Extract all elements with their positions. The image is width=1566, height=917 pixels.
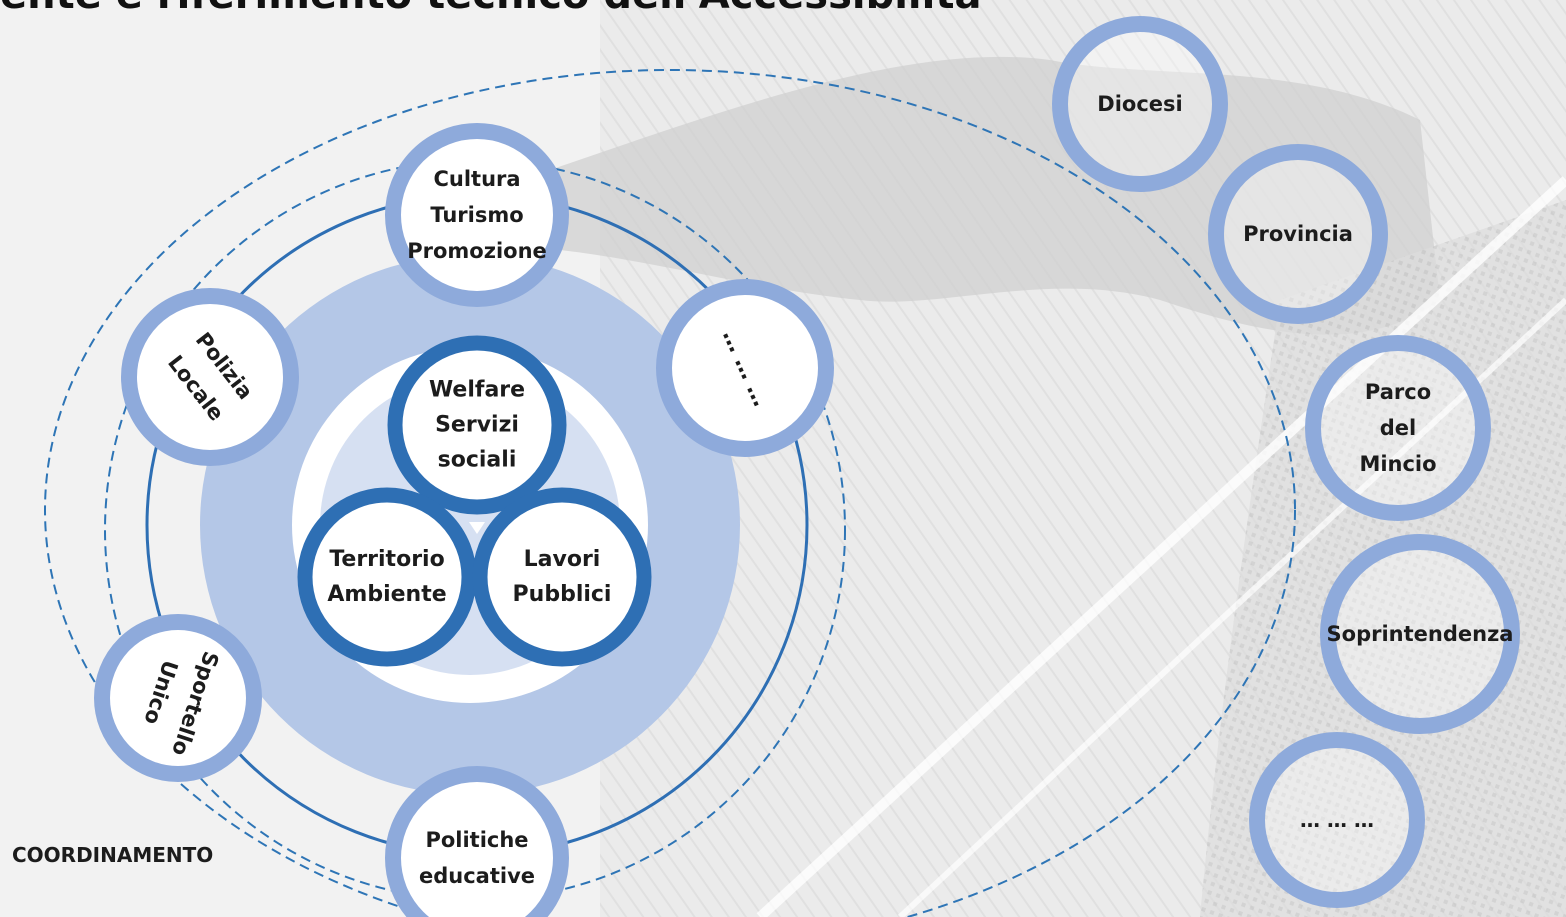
core-offices: WelfareServizisocialiTerritorioAmbienteL… — [297, 335, 652, 667]
node-cultura-label-line: Promozione — [407, 239, 547, 263]
node-soprintendenza-ring — [1320, 534, 1520, 734]
node-sportello-ring — [94, 614, 262, 782]
node-polizia-ring — [121, 288, 299, 466]
node-parco-ring — [1305, 335, 1491, 521]
node-lavori-label-line: Pubblici — [513, 582, 612, 607]
node-diocesi: Diocesi — [1052, 16, 1228, 192]
node-politiche-label-line: educative — [419, 864, 535, 888]
coordination-label: COORDINAMENTO — [12, 843, 214, 867]
node-soprintendenza: Soprintendenza — [1320, 534, 1520, 734]
node-politiche-ring — [385, 766, 569, 917]
node-welfare-label-line: sociali — [438, 448, 517, 473]
node-external-more-label-line: … … … — [1300, 808, 1374, 832]
node-welfare-label-line: Servizi — [435, 413, 519, 438]
node-welfare-label-line: Welfare — [429, 378, 525, 403]
node-external-more: … … … — [1249, 732, 1425, 908]
coordination-boundary — [44, 69, 1296, 917]
node-parco-label-line: Parco — [1365, 380, 1431, 404]
node-municipal-more-ring — [656, 279, 834, 457]
node-lavori-ring — [472, 487, 652, 667]
node-provincia: Provincia — [1208, 144, 1388, 324]
node-cultura-ring — [385, 123, 569, 307]
node-territorio-label-line: Ambiente — [327, 582, 446, 607]
page-title: ente e riferimento tecnico dell'Accessib… — [0, 0, 981, 18]
node-parco-label-line: del — [1380, 416, 1416, 440]
rail-line — [756, 176, 1566, 917]
node-territorio-label-line: Territorio — [329, 547, 444, 572]
node-external-more-ring — [1249, 732, 1425, 908]
road-line — [897, 297, 1566, 917]
node-parco-label-line: Mincio — [1359, 452, 1436, 476]
node-diocesi-label-line: Diocesi — [1097, 92, 1182, 116]
node-politiche: Politiche educative — [385, 766, 569, 917]
node-cultura-label-line: Cultura — [433, 167, 520, 191]
node-diocesi-ring — [1052, 16, 1228, 192]
node-cultura-label-line: Turismo — [430, 203, 523, 227]
node-soprintendenza-label-line: Soprintendenza — [1327, 622, 1514, 646]
node-politiche-label-line: Politiche — [425, 828, 528, 852]
core-center-marker — [469, 522, 485, 534]
node-welfare-ring — [387, 335, 567, 515]
node-provincia-ring — [1208, 144, 1388, 324]
node-provincia-label-line: Provincia — [1243, 222, 1353, 246]
node-municipal-more: … … … — [656, 279, 834, 457]
node-territorio-ring — [297, 487, 477, 667]
node-lavori-label-line: Lavori — [524, 547, 601, 572]
